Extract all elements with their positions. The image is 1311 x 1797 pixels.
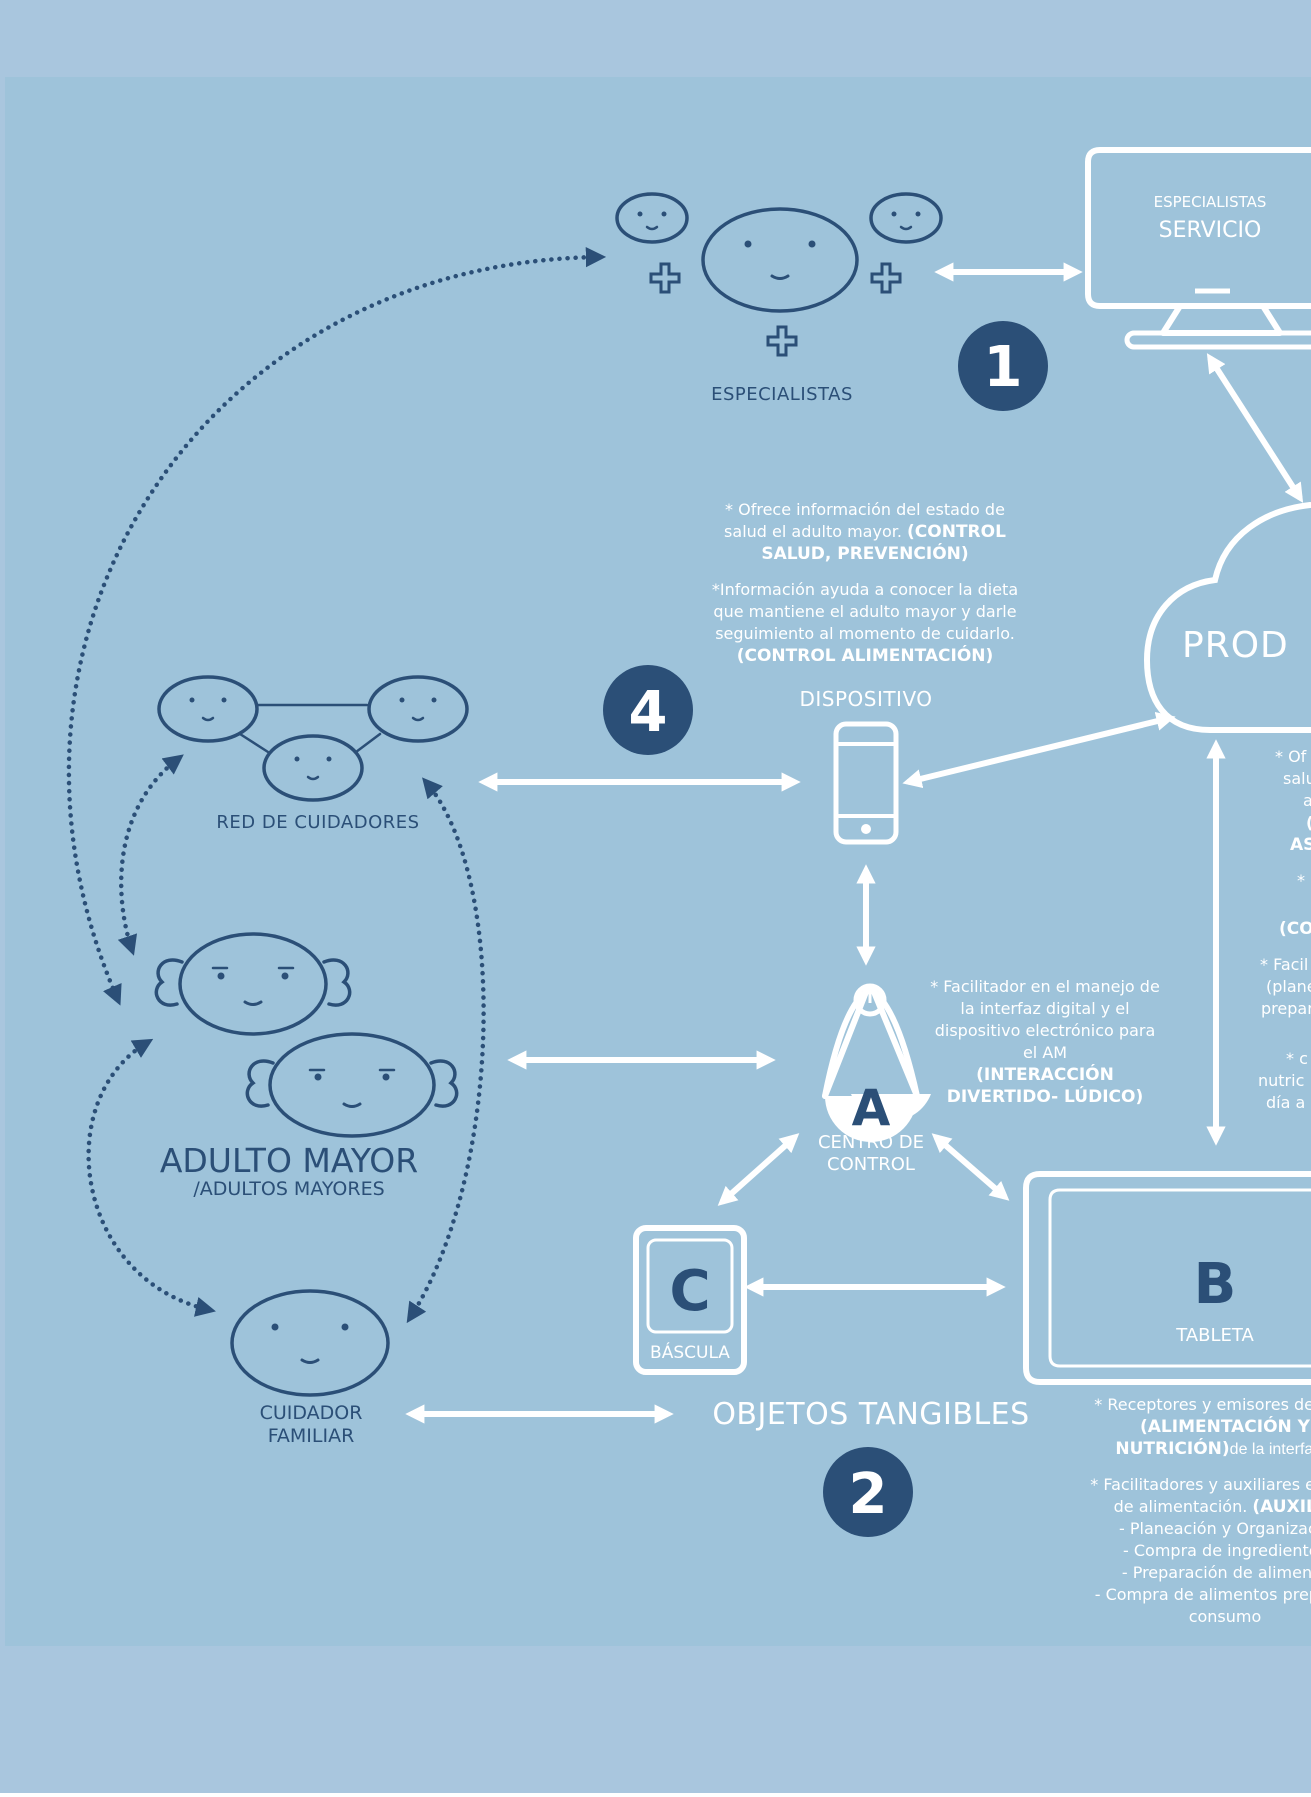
svg-text:el AM: el AM <box>1023 1043 1067 1062</box>
cross-icon <box>870 262 902 294</box>
svg-text:- Compra de alimentos preparad: - Compra de alimentos preparad <box>1095 1585 1311 1604</box>
arrow-dispositivo-cloud <box>902 711 1176 789</box>
control-center-letter: A <box>852 1079 891 1137</box>
svg-text:prepar: prepar <box>1261 999 1311 1018</box>
control-center-icon: A <box>822 983 931 1142</box>
svg-text:nutric: nutric <box>1258 1071 1304 1090</box>
step-marker-4: 4 <box>603 665 693 755</box>
info-tableta: * Receptores y emisores de infor (ALIMEN… <box>1090 1395 1311 1626</box>
svg-text:2: 2 <box>849 1462 888 1527</box>
svg-text:* Facil: * Facil <box>1260 955 1308 974</box>
svg-text:dispositivo electrónico para: dispositivo electrónico para <box>935 1021 1156 1040</box>
svg-text:seguimiento al momento de cuid: seguimiento al momento de cuidarlo. <box>715 624 1015 643</box>
monitor-line2: SERVICIO <box>1159 218 1262 243</box>
tablet-letter: B <box>1194 1252 1237 1317</box>
objetos-label: OBJETOS TANGIBLES <box>712 1397 1029 1432</box>
info-top: * Ofrece información del estado de salud… <box>712 500 1018 666</box>
svg-text:*: * <box>1297 871 1305 890</box>
svg-text:- Compra de ingredientes: - Compra de ingredientes <box>1123 1541 1311 1560</box>
arrow-red-adulto <box>117 754 184 956</box>
svg-text:* Of: * Of <box>1275 747 1307 766</box>
svg-text:(CO: (CO <box>1279 919 1311 939</box>
arrow-red-cuidador <box>406 777 486 1324</box>
red-label: RED DE CUIDADORES <box>216 812 419 833</box>
monitor-line1: ESPECIALISTAS <box>1154 193 1267 211</box>
tablet-icon <box>1023 1171 1311 1385</box>
svg-text:* Facilitador en el manejo de: * Facilitador en el manejo de <box>930 977 1160 996</box>
adulto-subtitle: /ADULTOS MAYORES <box>193 1178 384 1200</box>
svg-text:* c: * c <box>1286 1049 1308 1068</box>
arrow-adulto-cuidador <box>86 1038 216 1317</box>
info-centro: * Facilitador en el manejo de la interfa… <box>930 977 1160 1107</box>
svg-text:(: ( <box>1306 813 1311 832</box>
cross-icon <box>766 325 798 357</box>
svg-text:día a: día a <box>1266 1093 1305 1112</box>
arrow-centro-bascula <box>717 1133 800 1206</box>
cuidador-face <box>230 1289 390 1397</box>
especialistas-group <box>615 192 943 357</box>
cuidador-line2: FAMILIAR <box>268 1425 355 1447</box>
svg-text:* Receptores y emisores de in: * Receptores y emisores de infor <box>1094 1395 1311 1414</box>
svg-text:(INTERACCIÓN: (INTERACCIÓN <box>976 1063 1114 1085</box>
svg-text:a: a <box>1303 791 1311 810</box>
adulto-title: ADULTO MAYOR <box>160 1141 418 1180</box>
svg-text:- Planeación y Organizació: - Planeación y Organizació <box>1119 1519 1311 1538</box>
svg-text:que mantiene el adulto mayor y: que mantiene el adulto mayor y darle <box>713 602 1016 621</box>
svg-text:* Facilitadores y auxiliares e: * Facilitadores y auxiliares en el p <box>1090 1475 1311 1494</box>
svg-text:(plane: (plane <box>1266 977 1311 996</box>
svg-text:la interfaz digital y el: la interfaz digital y el <box>960 999 1129 1018</box>
arrow-centro-tableta <box>931 1133 1010 1201</box>
svg-text:4: 4 <box>629 680 668 745</box>
arrow-monitor-cloud <box>1206 353 1304 503</box>
svg-text:consumo: consumo <box>1189 1607 1262 1626</box>
svg-text:salud el adulto mayor. (CONTRO: salud el adulto mayor. (CONTROL <box>724 522 1006 542</box>
svg-text:DIVERTIDO- LÚDICO): DIVERTIDO- LÚDICO) <box>947 1085 1143 1107</box>
small-face-right <box>869 192 943 244</box>
scale-icon <box>633 1225 747 1375</box>
dotted-arrows <box>66 247 607 1324</box>
svg-text:*Información ayuda a conocer l: *Información ayuda a conocer la dieta <box>712 580 1018 599</box>
arrow-especialistas-adulto <box>66 247 607 1006</box>
phone-icon <box>833 721 899 845</box>
centro-line2: CONTROL <box>827 1154 915 1175</box>
main-face <box>701 207 859 313</box>
svg-text:(CONTROL ALIMENTACIÓN): (CONTROL ALIMENTACIÓN) <box>737 644 994 666</box>
svg-text:NUTRICIÓN)de la interfaz d: NUTRICIÓN)de la interfaz d <box>1115 1437 1311 1459</box>
centro-line1: CENTRO DE <box>818 1132 924 1153</box>
svg-text:* Ofrece información del estad: * Ofrece información del estado de <box>725 500 1005 519</box>
cuidador-line1: CUIDADOR <box>260 1402 363 1424</box>
cloud-label: PROD <box>1182 625 1289 666</box>
dispositivo-label: DISPOSITIVO <box>799 687 932 711</box>
svg-text:de alimentación. (AUXILIA: de alimentación. (AUXILIA <box>1114 1497 1311 1517</box>
especialistas-label: ESPECIALISTAS <box>711 384 853 405</box>
step-marker-2: 2 <box>823 1447 913 1537</box>
step-marker-1: 1 <box>958 321 1048 411</box>
svg-text:salu: salu <box>1283 769 1311 788</box>
svg-text:SALUD, PREVENCIÓN): SALUD, PREVENCIÓN) <box>761 542 968 564</box>
small-face-left <box>615 192 689 244</box>
svg-text:1: 1 <box>984 335 1023 400</box>
svg-text:- Preparación de alimento: - Preparación de alimento <box>1122 1563 1311 1582</box>
svg-text:AS: AS <box>1290 835 1311 855</box>
info-right-edge: * Of salu a ( AS * (CO * Facil (plane pr… <box>1258 747 1311 1112</box>
cross-icon <box>649 262 681 294</box>
scale-letter: C <box>669 1259 710 1324</box>
monitor-icon <box>1085 147 1311 350</box>
scale-label: BÁSCULA <box>650 1341 730 1363</box>
tablet-label: TABLETA <box>1175 1325 1254 1346</box>
svg-text:(ALIMENTACIÓN Y: (ALIMENTACIÓN Y <box>1140 1415 1311 1437</box>
